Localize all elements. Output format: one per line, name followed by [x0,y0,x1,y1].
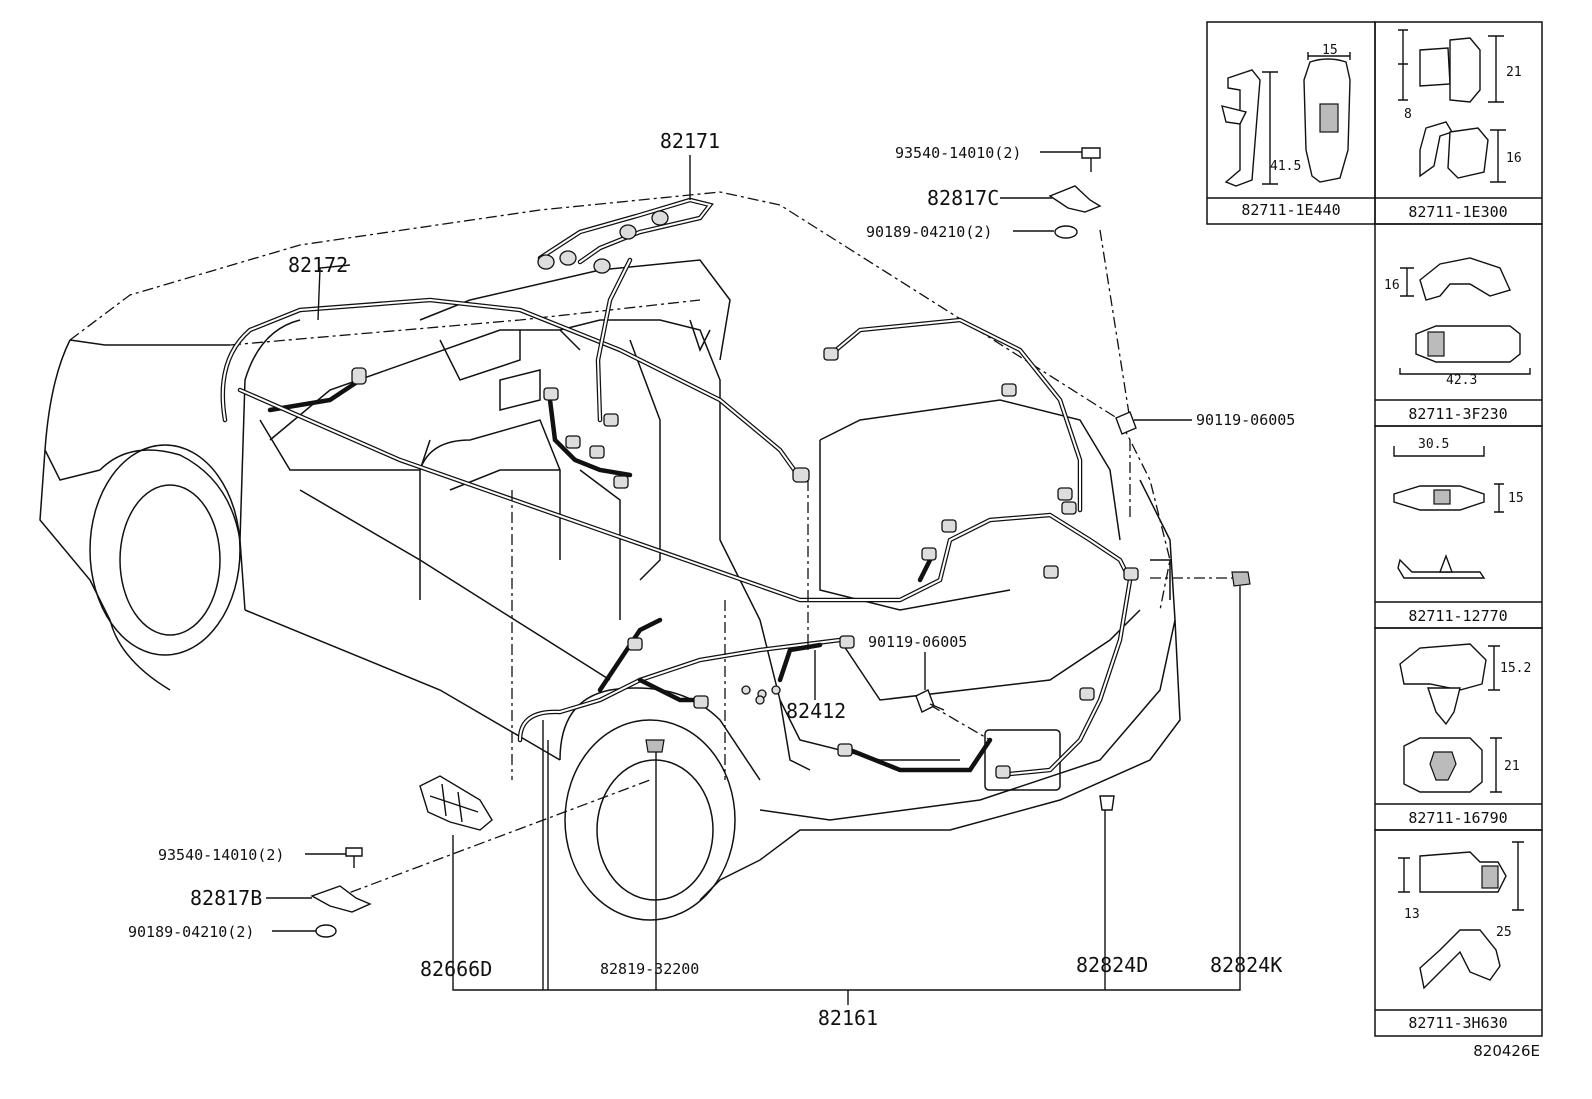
part-label-90189-bottom: 90189-04210(2) [128,923,254,941]
clip-panel-1e300: 21 8 16 82711-1E300 [1398,29,1522,221]
nut-icon-bottom [315,924,337,938]
leader-dashed-lines [329,229,1235,901]
part-label-93540-top: 93540-14010(2) [895,144,1021,162]
part-label-82172: 82172 [288,253,348,277]
roof-wire-harness [220,297,810,483]
dim-3f230-height: 16 [1384,278,1400,293]
part-label-82824k: 82824K [1210,953,1282,977]
dim-3h630-a: 13 [1404,907,1420,922]
clip-panel-16790: 15.2 21 82711-16790 [1399,643,1531,827]
part-label-90119-mid: 90119-06005 [868,633,967,651]
clip-k-icon [1231,571,1251,587]
clip-part-16790: 82711-16790 [1408,809,1507,827]
dim-16790-a: 15.2 [1500,661,1531,676]
part-label-82171: 82171 [660,129,720,153]
callout-labels: 82171 82172 93540-14010(2) 82817C 90189-… [128,129,1295,1030]
clip-panel-1e440: 41.5 15 82711-1E440 [1221,43,1351,219]
dim-1e440-height: 41.5 [1270,159,1301,174]
nut-icon-top [1054,225,1078,239]
part-label-82412: 82412 [786,699,846,723]
clip-panel-3f230: 16 42.3 82711-3F230 [1384,257,1531,423]
part-label-93540-bottom: 93540-14010(2) [158,846,284,864]
part-label-82819: 82819-32200 [600,960,699,978]
dim-16790-b: 21 [1504,759,1520,774]
rear-wheel [564,719,736,921]
dim-3f230-width: 42.3 [1446,373,1477,388]
figure-code: 820426E [1473,1042,1540,1060]
front-wheel [89,444,241,656]
overhead-wire-harness [537,197,714,427]
part-label-90189-top: 90189-04210(2) [866,223,992,241]
clip-part-3f230: 82711-3F230 [1408,405,1507,423]
floor-wire-harness [237,317,1139,779]
part-label-82161: 82161 [818,1006,878,1030]
part-label-90119-right: 90119-06005 [1196,411,1295,429]
clip-part-12770: 82711-12770 [1408,607,1507,625]
bolt-icon-mid [915,689,945,713]
callout-leader-lines [266,151,1241,1005]
bolt-icon-right [1115,411,1192,435]
dim-1e300-c: 16 [1506,151,1522,166]
bracket-82666d-icon [419,775,493,831]
clip-part-3h630: 82711-3H630 [1408,1014,1507,1032]
bracket-c-icon [1048,185,1102,213]
dim-1e300-a: 21 [1506,65,1522,80]
dim-3h630-b: 25 [1496,925,1512,940]
clip-part-1e300: 82711-1E300 [1408,203,1507,221]
part-label-82817c: 82817C [927,186,999,210]
clip-d-icon [1099,795,1115,811]
grommet-icon [645,739,665,753]
part-label-82824d: 82824D [1076,953,1148,977]
part-label-82666d: 82666D [420,957,492,981]
dim-1e300-b: 8 [1404,107,1412,122]
bracket-b-icon [310,885,372,913]
bolt-icon-bottom [345,847,363,868]
clip-detail-panels: 41.5 15 82711-1E440 21 8 16 82711-1E300 … [1206,21,1543,1037]
clip-panel-3h630: 13 25 82711-3H630 [1398,841,1524,1032]
fastener-parts [310,147,1251,938]
dim-1e440-width: 15 [1322,43,1338,58]
license-plate-recess [984,729,1061,791]
part-label-82817b: 82817B [190,886,262,910]
bolt-icon-top [1081,147,1101,172]
dim-12770-height: 15 [1508,491,1524,506]
dim-12770-width: 30.5 [1418,437,1449,452]
clip-panel-12770: 30.5 15 82711-12770 [1393,437,1524,625]
clip-part-1e440: 82711-1E440 [1241,201,1340,219]
